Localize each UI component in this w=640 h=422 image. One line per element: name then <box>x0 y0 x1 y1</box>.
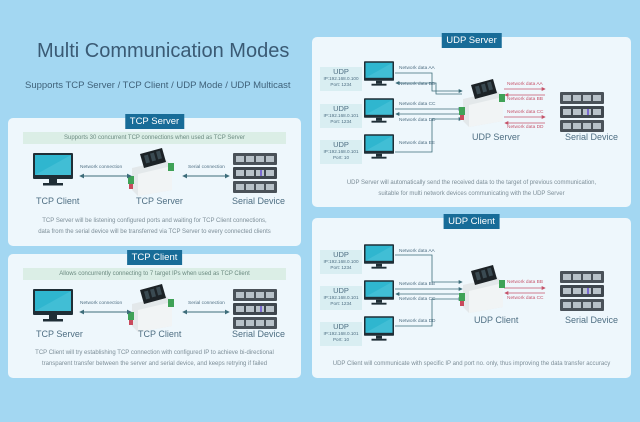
tcp-server-banner: Supports 30 concurrent TCP connections w… <box>23 132 286 144</box>
udp-client-label: UDP Client <box>474 315 519 325</box>
flow-label-ee: Network data EE <box>399 141 435 146</box>
page-title: Multi Communication Modes <box>37 40 290 62</box>
serial-label-cc: Network data CC <box>507 110 544 115</box>
network-connection-label: Network connection <box>80 301 123 306</box>
converter-device-icon <box>126 146 176 196</box>
tcp-client-description: TCP Client will try establishing TCP con… <box>35 350 274 367</box>
flow-arrow-aa <box>395 254 463 284</box>
serial-device-label: Serial Device <box>565 315 619 325</box>
serial-device-label: Serial Device <box>232 329 286 339</box>
tcp-server-panel: TCP Server Supports 30 concurrent TCP co… <box>8 114 301 246</box>
serial-device-icon <box>233 153 277 193</box>
flow-label-aa: Network data AA <box>399 66 435 71</box>
converter-device-icon <box>457 263 507 313</box>
udp-host-2: UDP IP:192.168.0.101 Port: 1234 <box>320 104 362 128</box>
tcp-server-title: TCP Server <box>124 114 185 129</box>
network-connection-label: Network connection <box>80 165 123 170</box>
flow-label-bb: Network data BB <box>399 82 435 87</box>
udp-host-2: UDP IP:192.168.0.101 Port: 1234 <box>320 286 362 310</box>
serial-device-label: Serial Device <box>232 196 286 206</box>
converter-device-icon <box>457 77 507 127</box>
flow-arrow-dd <box>395 297 463 327</box>
tcp-server-label: TCP Server <box>36 329 83 339</box>
tcp-client-label: TCP Client <box>36 196 80 206</box>
flow-arrow-bb <box>395 81 462 95</box>
serial-connection-arrow <box>182 173 230 179</box>
network-connection-arrow <box>79 309 132 315</box>
flow-label-cc: Network data CC <box>399 297 436 302</box>
flow-arrow-aa <box>395 72 463 93</box>
page-subtitle: Supports TCP Server / TCP Client / UDP M… <box>25 80 291 91</box>
serial-label-bb: Network data BB <box>507 97 543 102</box>
flow-label-dd: Network data DD <box>399 118 436 123</box>
tcp-client-label: TCP Client <box>138 329 182 339</box>
tcp-client-title: TCP Client <box>126 250 183 265</box>
udp-host-1: UDP IP:192.168.0.100 Port: 1234 <box>320 250 362 274</box>
serial-label-cc: Network data CC <box>507 296 544 301</box>
monitor-icon <box>33 153 73 187</box>
serial-connection-label: Serial connection <box>188 165 225 170</box>
udp-client-panel: UDP Client UDP IP:192.168.0.100 Port: 12… <box>312 214 631 378</box>
converter-device-icon <box>126 282 176 332</box>
serial-device-label: Serial Device <box>565 132 619 142</box>
flow-label-aa: Network data AA <box>399 249 435 254</box>
udp-server-panel: UDP Server UDP IP:192.168.0.100 Port: 12… <box>312 33 631 207</box>
flow-label-dd: Network data DD <box>399 319 436 324</box>
serial-connection-arrow <box>182 309 230 315</box>
serial-device-icon <box>233 289 277 329</box>
network-connection-arrow <box>79 173 132 179</box>
tcp-server-description: TCP Server will be listening configured … <box>38 218 271 235</box>
udp-client-description: UDP Client will communicate with specifi… <box>332 361 611 367</box>
serial-label-aa: Network data AA <box>507 82 543 87</box>
tcp-client-banner: Allows concurrently connecting to 7 targ… <box>23 268 286 280</box>
udp-client-network-flows <box>395 254 546 327</box>
udp-server-title: UDP Server <box>441 33 502 48</box>
udp-host-3: UDP IP:192.168.0.101 Port: 10 <box>320 140 362 164</box>
udp-server-description: UDP Server will automatically send the r… <box>346 180 597 197</box>
flow-label-bb: Network data BB <box>399 282 435 287</box>
serial-connection-label: Serial connection <box>188 301 225 306</box>
tcp-server-label: TCP Server <box>136 196 183 206</box>
flow-arrow-ee <box>395 117 463 153</box>
serial-label-bb: Network data BB <box>507 280 543 285</box>
udp-client-title: UDP Client <box>443 214 500 229</box>
serial-device-icon <box>560 271 604 311</box>
tcp-client-panel: TCP Client Allows concurrently connectin… <box>8 250 301 378</box>
udp-server-network-flows <box>395 72 546 153</box>
serial-device-icon <box>560 92 604 132</box>
udp-host-1: UDP IP:192.168.0.100 Port: 1234 <box>320 67 362 91</box>
flow-label-cc: Network data CC <box>399 102 436 107</box>
monitor-icon <box>33 289 73 323</box>
serial-label-dd: Network data DD <box>507 125 544 130</box>
udp-host-3: UDP IP:192.168.0.101 Port: 10 <box>320 322 362 346</box>
udp-server-label: UDP Server <box>472 132 520 142</box>
